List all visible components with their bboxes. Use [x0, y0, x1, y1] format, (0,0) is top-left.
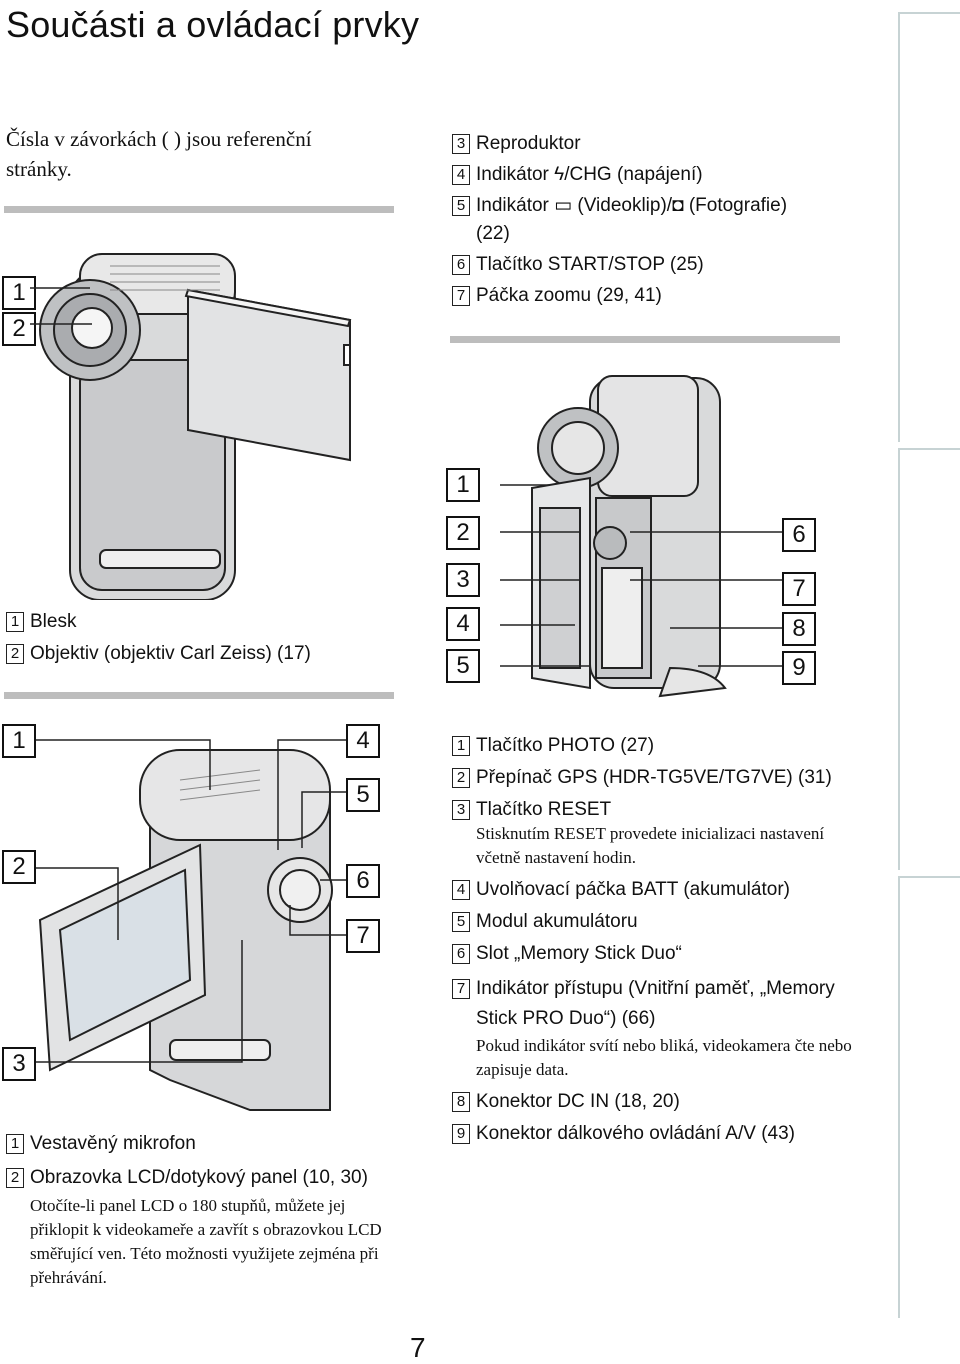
item-number: 2	[452, 768, 470, 788]
item-label: Uvolňovací páčka BATT (akumulátor)	[476, 879, 790, 900]
item-number: 6	[452, 255, 470, 275]
fig1-callout-1: 1	[2, 276, 36, 310]
side-tab-1[interactable]	[898, 12, 960, 442]
legend-item-speaker: 3 Reproduktor	[452, 132, 872, 156]
item-number: 5	[452, 912, 470, 932]
item-number: 2	[6, 1168, 24, 1188]
fig3-legend: 1 Vestavěný mikrofon 2 Obrazovka LCD/dot…	[6, 1132, 396, 1290]
fig2-callout-2: 2	[446, 516, 480, 550]
fig3-callout-5: 5	[346, 778, 380, 812]
legend-item-battery-module: 5 Modul akumulátoru	[452, 910, 852, 934]
camera-back-illustration	[38, 749, 333, 1111]
section-divider	[4, 206, 394, 213]
item-number: 8	[452, 1092, 470, 1112]
item-label: Modul akumulátoru	[476, 911, 638, 932]
item-number: 3	[452, 134, 470, 154]
item-number: 7	[452, 286, 470, 306]
item-number: 6	[452, 944, 470, 964]
section-divider	[4, 692, 394, 699]
fig1-item-flash: 1 Blesk	[6, 610, 396, 634]
item-label: Konektor DC IN (18, 20)	[476, 1091, 680, 1112]
legend-item-gps-switch: 2 Přepínač GPS (HDR-TG5VE/TG7VE) (31)	[452, 766, 852, 790]
item-label: Blesk	[30, 611, 77, 632]
camera-side-illustration	[531, 375, 727, 698]
legend-item-dc-in: 8 Konektor DC IN (18, 20)	[452, 1090, 852, 1114]
legend-item-batt-lever: 4 Uvolňovací páčka BATT (akumulátor)	[452, 878, 852, 902]
item-number: 7	[452, 979, 470, 999]
legend-item-mode-page: (22)	[452, 222, 872, 246]
legend-item-reset-button: 3 Tlačítko RESET	[452, 798, 852, 822]
fig3-callout-1: 1	[2, 724, 36, 758]
item-label: Konektor dálkového ovládání A/V (43)	[476, 1123, 795, 1144]
fig2-callout-8: 8	[782, 612, 816, 646]
item-label: Indikátor ϟ/CHG (napájení)	[476, 164, 703, 185]
item-label: Obrazovka LCD/dotykový panel (10, 30)	[30, 1167, 368, 1188]
item-label: Objektiv (objektiv Carl Zeiss) (17)	[30, 643, 311, 664]
item-label: Indikátor přístupu (Vnitřní paměť, „Memo…	[476, 978, 835, 1029]
fig3-callout-lines	[35, 739, 350, 1063]
lcd-note: Otočíte-li panel LCD o 180 stupňů, můžet…	[30, 1196, 382, 1287]
item-number: 9	[452, 1124, 470, 1144]
item-number: 4	[452, 165, 470, 185]
access-note: Pokud indikátor svítí nebo bliká, videok…	[476, 1036, 852, 1079]
page-number: 7	[410, 1332, 426, 1363]
item-label: Reproduktor	[476, 133, 581, 154]
fig2-callout-lines	[500, 484, 782, 667]
item-number: 2	[6, 644, 24, 664]
legend-item-mode-indicator: 5 Indikátor ▭ (Videoklip)/◘ (Fotografie)	[452, 194, 872, 218]
legend-item-access-indicator: 7 Indikátor přístupu (Vnitřní paměť, „Me…	[452, 974, 852, 1034]
legend-item-start-stop: 6 Tlačítko START/STOP (25)	[452, 253, 872, 277]
item-number: 1	[6, 612, 24, 632]
section-divider	[450, 336, 840, 343]
item-label: Indikátor ▭ (Videoklip)/◘ (Fotografie)	[476, 195, 788, 216]
reset-note: Stisknutím RESET provedete inicializaci …	[476, 824, 825, 867]
fig3-callout-2: 2	[2, 850, 36, 884]
legend-item-zoom-lever: 7 Páčka zoomu (29, 41)	[452, 284, 872, 308]
item-number: 5	[452, 196, 470, 216]
bottom-right-legend: 1 Tlačítko PHOTO (27) 2 Přepínač GPS (HD…	[452, 734, 852, 1146]
item-number: 4	[452, 880, 470, 900]
camera-front-illustration	[30, 253, 352, 600]
intro-text: Čísla v závorkách ( ) jsou referenční st…	[6, 127, 312, 181]
side-tab-2[interactable]	[898, 448, 960, 870]
fig3-callout-3: 3	[2, 1047, 36, 1081]
fig2-callout-7: 7	[782, 572, 816, 606]
item-label: Slot „Memory Stick Duo“	[476, 943, 682, 964]
legend-item-memory-slot: 6 Slot „Memory Stick Duo“	[452, 942, 852, 966]
fig2-callout-6: 6	[782, 518, 816, 552]
side-tab-3[interactable]	[898, 876, 960, 1318]
legend-item-photo-button: 1 Tlačítko PHOTO (27)	[452, 734, 852, 758]
fig3-callout-4: 4	[346, 724, 380, 758]
fig2-callout-3: 3	[446, 563, 480, 597]
fig1-item-lens: 2 Objektiv (objektiv Carl Zeiss) (17)	[6, 642, 396, 666]
fig2-callout-4: 4	[446, 607, 480, 641]
top-right-legend: 3 Reproduktor 4 Indikátor ϟ/CHG (napájen…	[452, 132, 872, 308]
page-title: Součásti a ovládací prvky	[6, 4, 420, 45]
item-label: Tlačítko PHOTO (27)	[476, 735, 655, 756]
fig1-legend: 1 Blesk 2 Objektiv (objektiv Carl Zeiss)…	[6, 610, 396, 666]
legend-item-power-indicator: 4 Indikátor ϟ/CHG (napájení)	[452, 163, 872, 187]
legend-item-av-remote: 9 Konektor dálkového ovládání A/V (43)	[452, 1122, 852, 1146]
item-label: Přepínač GPS (HDR-TG5VE/TG7VE) (31)	[476, 767, 832, 788]
item-label: Páčka zoomu (29, 41)	[476, 285, 662, 306]
item-label: Tlačítko START/STOP (25)	[476, 254, 704, 275]
fig3-item-lcd: 2 Obrazovka LCD/dotykový panel (10, 30)	[6, 1166, 396, 1190]
fig3-callout-7: 7	[346, 919, 380, 953]
fig2-callout-9: 9	[782, 651, 816, 685]
item-label: Vestavěný mikrofon	[30, 1133, 196, 1154]
fig2-callout-5: 5	[446, 649, 480, 683]
fig3-item-microphone: 1 Vestavěný mikrofon	[6, 1132, 396, 1156]
item-number: 1	[452, 736, 470, 756]
fig1-callout-2: 2	[2, 312, 36, 346]
item-number: 1	[6, 1134, 24, 1154]
item-label: (22)	[476, 223, 510, 244]
fig2-callout-1: 1	[446, 468, 480, 502]
fig3-callout-6: 6	[346, 864, 380, 898]
item-number: 3	[452, 800, 470, 820]
item-label: Tlačítko RESET	[476, 799, 612, 820]
